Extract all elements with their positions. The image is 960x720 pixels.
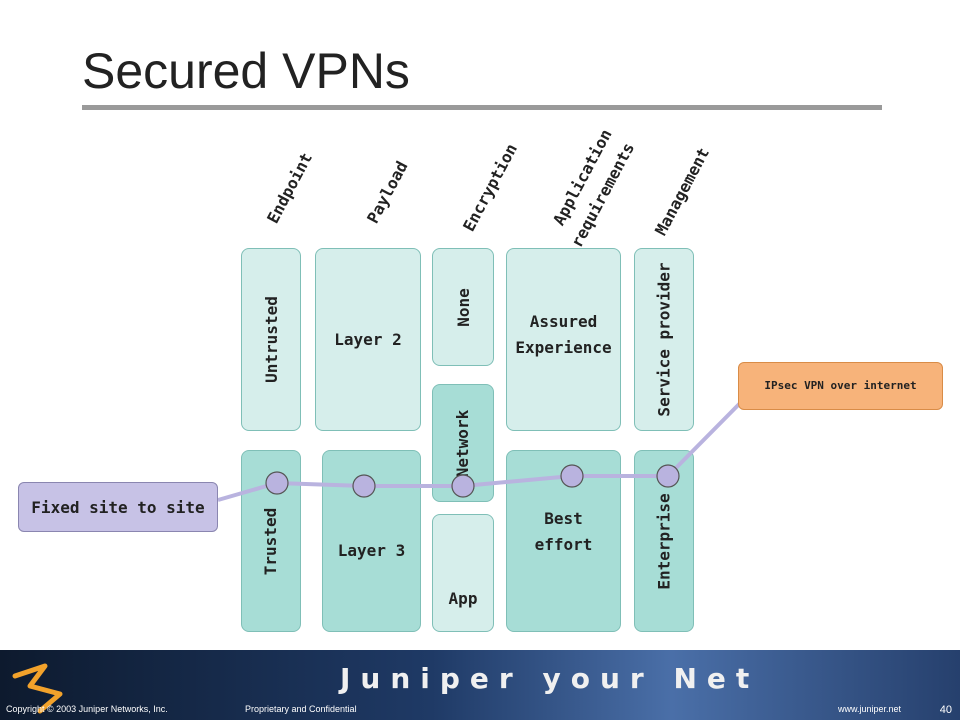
footer-proprietary: Proprietary and Confidential <box>245 704 357 714</box>
box-app-label: App <box>448 588 478 608</box>
footer-brand: Juniper your Net <box>340 662 760 695</box>
path-node-best-effort <box>560 464 584 488</box>
box-best-line2: effort <box>534 535 593 554</box>
box-assured-line2: Experience <box>515 338 612 357</box>
path-node-enterprise <box>656 464 680 488</box>
box-none: None <box>432 248 494 366</box>
box-assured-experience: Assured Experience <box>506 248 621 431</box>
box-assured-line1: Assured <box>529 312 598 331</box>
callout-ipsec-label: IPsec VPN over internet <box>764 379 917 392</box>
footer-banner <box>0 650 960 720</box>
path-node-trusted <box>265 471 289 495</box>
box-untrusted: Untrusted <box>241 248 301 431</box>
box-app: App <box>432 514 494 632</box>
box-best-line1: Best <box>544 509 583 528</box>
juniper-arrow-logo-icon <box>12 663 63 714</box>
box-layer2: Layer 2 <box>315 248 421 431</box>
callout-fixed-site: Fixed site to site <box>18 482 218 532</box>
box-layer3-label: Layer 3 <box>337 540 406 560</box>
callout-fixed-site-label: Fixed site to site <box>31 497 205 517</box>
footer-copyright: Copyright © 2003 Juniper Networks, Inc. <box>6 704 168 714</box>
path-node-layer3 <box>352 474 376 498</box>
callout-ipsec: IPsec VPN over internet <box>738 362 943 410</box>
page-number: 40 <box>939 704 952 716</box>
box-service-provider: Service provider <box>634 248 694 431</box>
path-node-network <box>451 474 475 498</box>
box-layer3: Layer 3 <box>322 450 421 632</box>
box-layer2-label: Layer 2 <box>334 330 402 349</box>
footer-url: www.juniper.net <box>838 704 902 714</box>
slide-title: Secured VPNs <box>82 43 410 99</box>
title-divider <box>82 105 882 110</box>
